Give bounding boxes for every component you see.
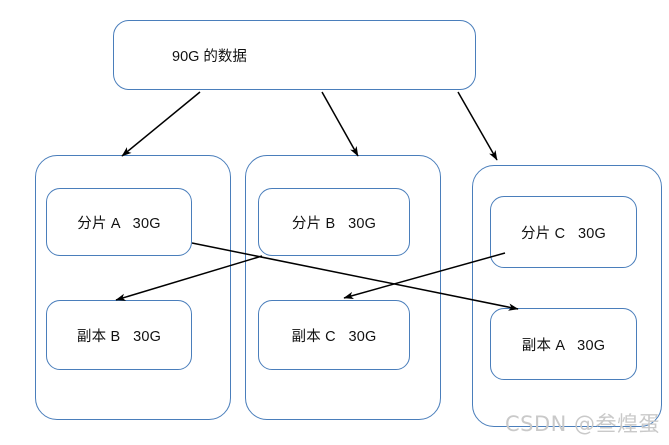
arrow-source-to-node-1 [121, 91, 201, 157]
arrow-source-to-node-2 [321, 91, 359, 157]
source-data-box: 90G 的数据 [113, 20, 476, 90]
shard-box-a: 分片 A 30G [46, 188, 192, 256]
replica-box-b: 副本 B 30G [46, 300, 192, 370]
csdn-watermark: CSDN @叁煌蛋 [505, 412, 661, 436]
source-data-label: 90G 的数据 [172, 48, 247, 65]
shard-box-b: 分片 B 30G [258, 188, 410, 256]
shard-label-b: 分片 B 30G [291, 215, 377, 232]
shard-label-a: 分片 A 30G [77, 215, 161, 232]
shard-box-c: 分片 C 30G [490, 196, 637, 268]
arrow-source-to-node-3 [457, 91, 498, 161]
replica-box-a: 副本 A 30G [490, 308, 637, 380]
replica-label-b: 副本 B 30G [76, 328, 162, 345]
replica-label-c: 副本 C 30G [291, 328, 377, 345]
shard-label-c: 分片 C 30G [521, 225, 606, 242]
replica-box-c: 副本 C 30G [258, 300, 410, 370]
replica-label-a: 副本 A 30G [521, 337, 606, 354]
